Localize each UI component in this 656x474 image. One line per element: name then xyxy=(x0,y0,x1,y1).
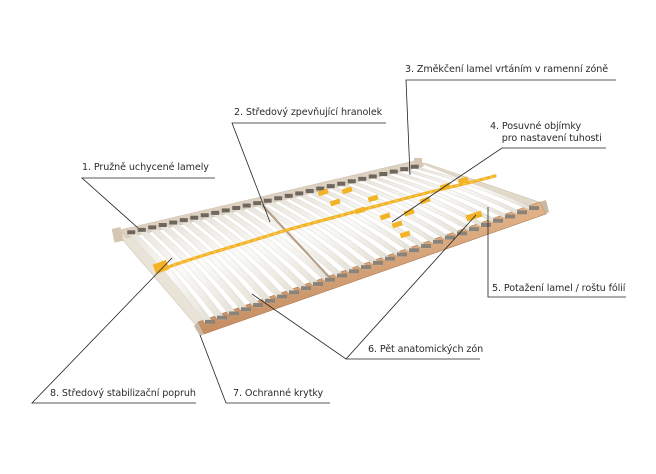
leader-line-5 xyxy=(487,207,626,298)
label-3-shoulder-zone-softening: 3. Změkčení lamel vrtáním v ramenní zóně xyxy=(405,64,609,75)
slat xyxy=(273,198,383,266)
slat-holder xyxy=(493,218,503,223)
slat-holder xyxy=(277,294,287,299)
slat xyxy=(347,181,467,236)
slat xyxy=(126,232,215,325)
slat-holder xyxy=(148,225,157,230)
slat-holder xyxy=(433,239,443,244)
label-2-center-reinforcing-bar: 2. Středový zpevňující hranolek xyxy=(234,107,383,118)
slat-holder xyxy=(505,214,515,219)
slat-holder xyxy=(158,223,167,227)
slat-holder xyxy=(137,227,146,232)
leader-line-1 xyxy=(80,177,215,229)
slat-holder xyxy=(211,210,220,215)
slat-holder xyxy=(242,203,251,208)
slat xyxy=(168,222,263,308)
slat-holder xyxy=(289,290,299,295)
slat-holder xyxy=(169,220,178,225)
label-5-foil-coating: 5. Potažení lamel / roštu fólií xyxy=(492,283,626,294)
slat-holder xyxy=(368,174,377,179)
slat xyxy=(357,179,479,232)
slat-holder xyxy=(325,277,335,282)
slat-holder xyxy=(361,265,371,270)
slat xyxy=(284,196,395,261)
label-8-center-stabilizing-strap: 8. Středový stabilizační popruh xyxy=(50,388,196,399)
leader-line-8 xyxy=(31,257,196,404)
slat-holder xyxy=(379,172,388,176)
slat-holder xyxy=(481,222,491,227)
slat xyxy=(210,213,311,291)
slat-holder xyxy=(347,179,356,184)
slat-holder xyxy=(410,164,419,169)
slat-holder xyxy=(409,248,419,253)
label-6-five-anatomical-zones: 6. Pět anatomických zón xyxy=(368,344,484,355)
slat-holder xyxy=(358,176,367,181)
slat-holder xyxy=(400,167,409,172)
slat xyxy=(199,215,299,295)
center-reinforcing-bar xyxy=(261,204,331,279)
slat-holder xyxy=(457,231,467,236)
slat-holder xyxy=(179,218,188,223)
slat-holder xyxy=(517,210,527,215)
slat-holder xyxy=(200,213,209,218)
slat-holder xyxy=(313,281,323,286)
slat-holder xyxy=(373,260,383,265)
leader-line-2 xyxy=(231,122,386,223)
slat-holder xyxy=(529,206,539,211)
leader-line-4 xyxy=(391,147,606,223)
slat-holder xyxy=(253,303,263,308)
slat xyxy=(241,205,347,278)
leader-line-6b xyxy=(345,214,477,360)
slat-holder xyxy=(421,244,431,249)
slat-holder xyxy=(301,286,311,291)
leader-line-3 xyxy=(405,79,616,176)
slat-holder xyxy=(232,206,241,210)
slat-holder xyxy=(305,189,314,193)
slat-holder xyxy=(349,269,359,274)
slat-holder xyxy=(229,311,239,316)
slat-holder xyxy=(265,298,275,303)
slat-holder xyxy=(205,319,215,324)
label-7-protective-caps: 7. Ochranné krytky xyxy=(233,388,324,399)
slat-holder xyxy=(337,181,346,186)
slat-holder xyxy=(469,227,479,232)
slat-holder xyxy=(389,169,398,174)
slat-holder xyxy=(445,235,455,240)
slats xyxy=(126,164,539,325)
slat-holder xyxy=(326,184,335,189)
slat-holder xyxy=(295,191,304,196)
slat-holder xyxy=(284,193,293,198)
slat xyxy=(137,230,227,320)
slat xyxy=(389,171,515,219)
leader-line-7 xyxy=(199,334,330,404)
slat-holder xyxy=(263,198,272,203)
slat-holder xyxy=(397,252,407,257)
slat-holder xyxy=(337,273,347,278)
slat-holder xyxy=(385,256,395,261)
slat-holder xyxy=(127,230,136,235)
slat-holder xyxy=(274,196,283,201)
slat-holder xyxy=(241,307,251,312)
label-1-sprung-slats: 1. Pružně uchycené lamely xyxy=(82,162,209,173)
slat-holder xyxy=(316,186,325,191)
leader-lines xyxy=(31,79,626,404)
slat-holder xyxy=(253,201,262,206)
central-stabilizing-strap xyxy=(152,174,497,275)
slat-holder xyxy=(221,208,230,213)
slat-holder xyxy=(190,215,199,220)
label-4-stiffness-sliders: 4. Posuvné objímky pro nastavení tuhosti xyxy=(490,121,602,144)
slat-holder xyxy=(217,315,227,320)
